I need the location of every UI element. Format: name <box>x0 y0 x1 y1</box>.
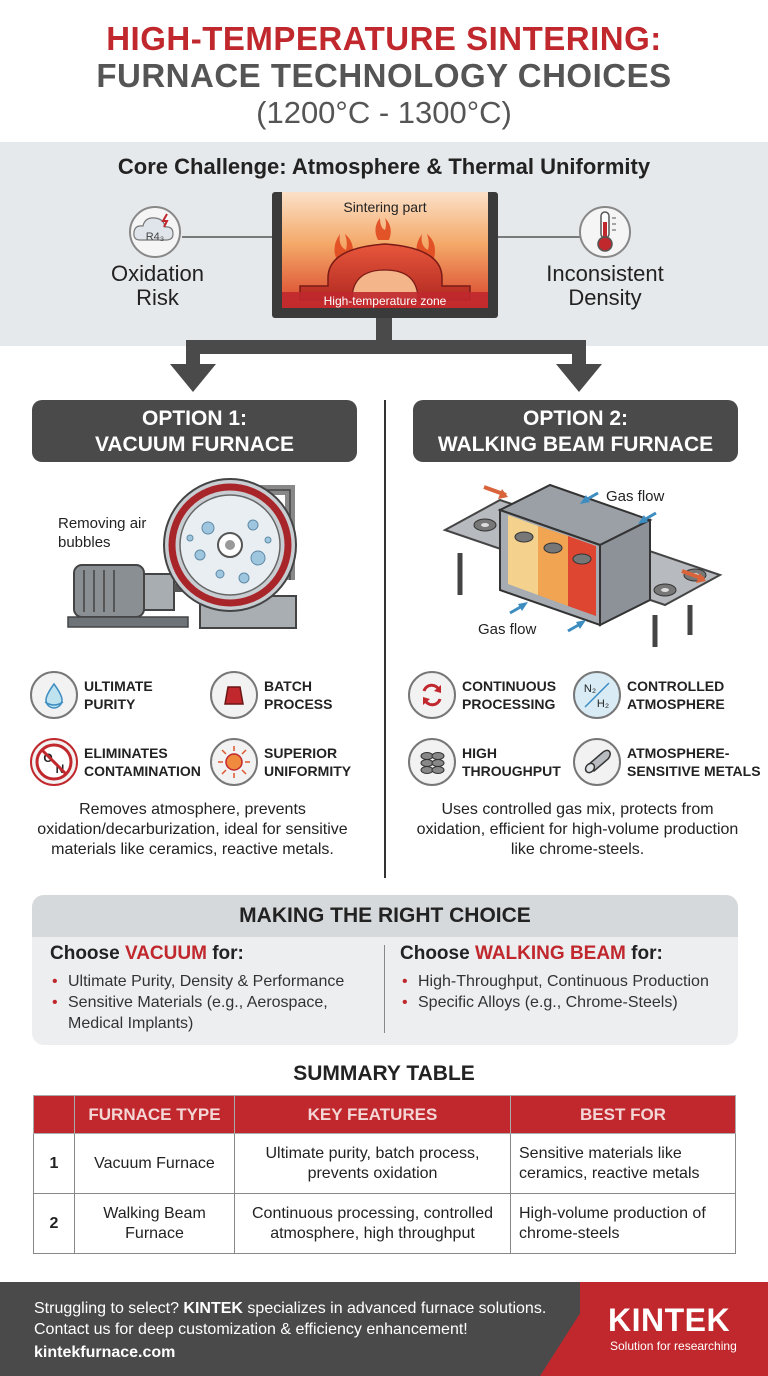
thermometer-icon <box>579 206 631 258</box>
oxidation-cloud-icon: R4₃ <box>129 206 181 258</box>
footer-message: Struggling to select? KINTEK specializes… <box>34 1300 547 1338</box>
option-2-description: Uses controlled gas mix, protects from o… <box>416 801 739 858</box>
metal-roll-icon <box>573 738 621 786</box>
option-1-header: OPTION 1: VACUUM FURNACE <box>32 400 357 462</box>
website-link[interactable]: kintekfurnace.com <box>34 1344 176 1361</box>
kintek-logo: KINTEK <box>608 1302 731 1338</box>
vacuum-reason: Sensitive Materials (e.g., Aerospace, Me… <box>50 992 380 1034</box>
right-choice-heading: MAKING THE RIGHT CHOICE <box>32 895 738 937</box>
oxidation-risk-label: Oxidation Risk <box>111 261 204 310</box>
removing-air-bubbles-label: Removing air bubbles <box>58 515 147 551</box>
feature-ultimate-purity: ULTIMATE PURITY <box>30 671 184 719</box>
feature-eliminates-contamination: ON ELIMINATES CONTAMINATION <box>30 738 214 786</box>
footer-diagonal <box>540 1282 600 1376</box>
options-divider <box>384 400 386 878</box>
footer: Struggling to select? KINTEK specializes… <box>0 1282 768 1376</box>
feature-batch-process: BATCH PROCESS <box>210 671 364 719</box>
summary-table: FURNACE TYPE KEY FEATURES BEST FOR 1 Vac… <box>33 1095 736 1254</box>
choice-divider <box>384 945 385 1033</box>
choose-walking-beam-heading: Choose WALKING BEAM for: <box>400 943 663 964</box>
page-title: HIGH-TEMPERATURE SINTERING: <box>106 20 662 57</box>
right-choice-panel: MAKING THE RIGHT CHOICE Choose VACUUM fo… <box>32 895 738 1045</box>
choose-walking-beam-column: Choose WALKING BEAM for: High-Throughput… <box>400 943 730 1013</box>
challenge-diagram: R4₃ Sintering part High-temperature zone <box>129 192 631 392</box>
table-header: KEY FEATURES <box>234 1095 511 1134</box>
footer-brand-panel <box>580 1282 768 1376</box>
choose-vacuum-heading: Choose VACUUM for: <box>50 943 244 964</box>
table-header: FURNACE TYPE <box>74 1095 235 1134</box>
option-1-description: Removes atmosphere, prevents oxidation/d… <box>37 801 348 858</box>
furnace-cutaway: Sintering part High-temperature zone <box>272 192 498 318</box>
split-arrow-icon <box>170 318 602 392</box>
high-temperature-zone-label: High-temperature zone <box>324 294 447 308</box>
header: HIGH-TEMPERATURE SINTERING: FURNACE TECH… <box>0 0 768 140</box>
svg-text:H₂: H₂ <box>597 698 609 710</box>
sintering-part-label: Sintering part <box>343 199 426 215</box>
challenge-title: Core Challenge: Atmosphere & Thermal Uni… <box>117 154 651 179</box>
walking-beam-reason: High-Throughput, Continuous Production <box>400 971 730 992</box>
svg-text:R4₃: R4₃ <box>146 231 165 243</box>
table-cell: 1 <box>33 1133 75 1194</box>
inconsistent-density-label: Inconsistent Density <box>546 261 664 310</box>
feature-atmosphere-sensitive-metals: ATMOSPHERE-SENSITIVE METALS <box>573 738 767 786</box>
table-cell: Ultimate purity, batch process, prevents… <box>234 1133 511 1194</box>
table-cell: High-volume production of chrome-steels <box>510 1193 736 1254</box>
svg-text:N₂: N₂ <box>584 683 596 695</box>
option-2-header: OPTION 2: WALKING BEAM FURNACE <box>413 400 738 462</box>
sun-uniformity-icon <box>210 738 258 786</box>
vacuum-reason: Ultimate Purity, Density & Performance <box>50 971 380 992</box>
gas-flow-bottom-label: Gas flow <box>478 621 537 638</box>
table-cell: Walking Beam Furnace <box>74 1193 235 1254</box>
gas-flow-top-label: Gas flow <box>606 488 665 505</box>
table-header <box>33 1095 75 1134</box>
table-cell: Vacuum Furnace <box>74 1133 235 1194</box>
table-header: BEST FOR <box>510 1095 736 1134</box>
no-oxygen-icon: ON <box>30 738 78 786</box>
table-row: 1 Vacuum Furnace Ultimate purity, batch … <box>33 1133 736 1194</box>
table-cell: Sensitive materials like ceramics, react… <box>510 1133 736 1194</box>
cycle-arrows-icon <box>408 671 456 719</box>
page-subtitle: FURNACE TECHNOLOGY CHOICES <box>96 57 672 94</box>
table-row: 2 Walking Beam Furnace Continuous proces… <box>33 1193 736 1254</box>
temperature-range: (1200°C - 1300°C) <box>256 95 512 130</box>
brand-tagline: Solution for researching <box>610 1339 737 1353</box>
summary-table-title: SUMMARY TABLE <box>293 1062 475 1085</box>
walking-beam-reason: Specific Alloys (e.g., Chrome-Steels) <box>400 992 730 1013</box>
purity-drop-icon <box>30 671 78 719</box>
table-cell: 2 <box>33 1193 75 1254</box>
feature-superior-uniformity: SUPERIOR UNIFORMITY <box>210 738 364 786</box>
feature-high-throughput: HIGH THROUGHPUT <box>408 738 567 786</box>
parts-stack-icon <box>408 738 456 786</box>
table-cell: Continuous processing, controlled atmosp… <box>234 1193 511 1254</box>
vacuum-furnace-illustration <box>67 478 297 629</box>
batch-crucible-icon <box>210 671 258 719</box>
choose-vacuum-column: Choose VACUUM for: Ultimate Purity, Dens… <box>50 943 380 1034</box>
walking-beam-furnace-illustration: Gas flow Gas flow <box>442 483 723 647</box>
feature-continuous-processing: CONTINUOUS PROCESSING <box>408 671 567 719</box>
